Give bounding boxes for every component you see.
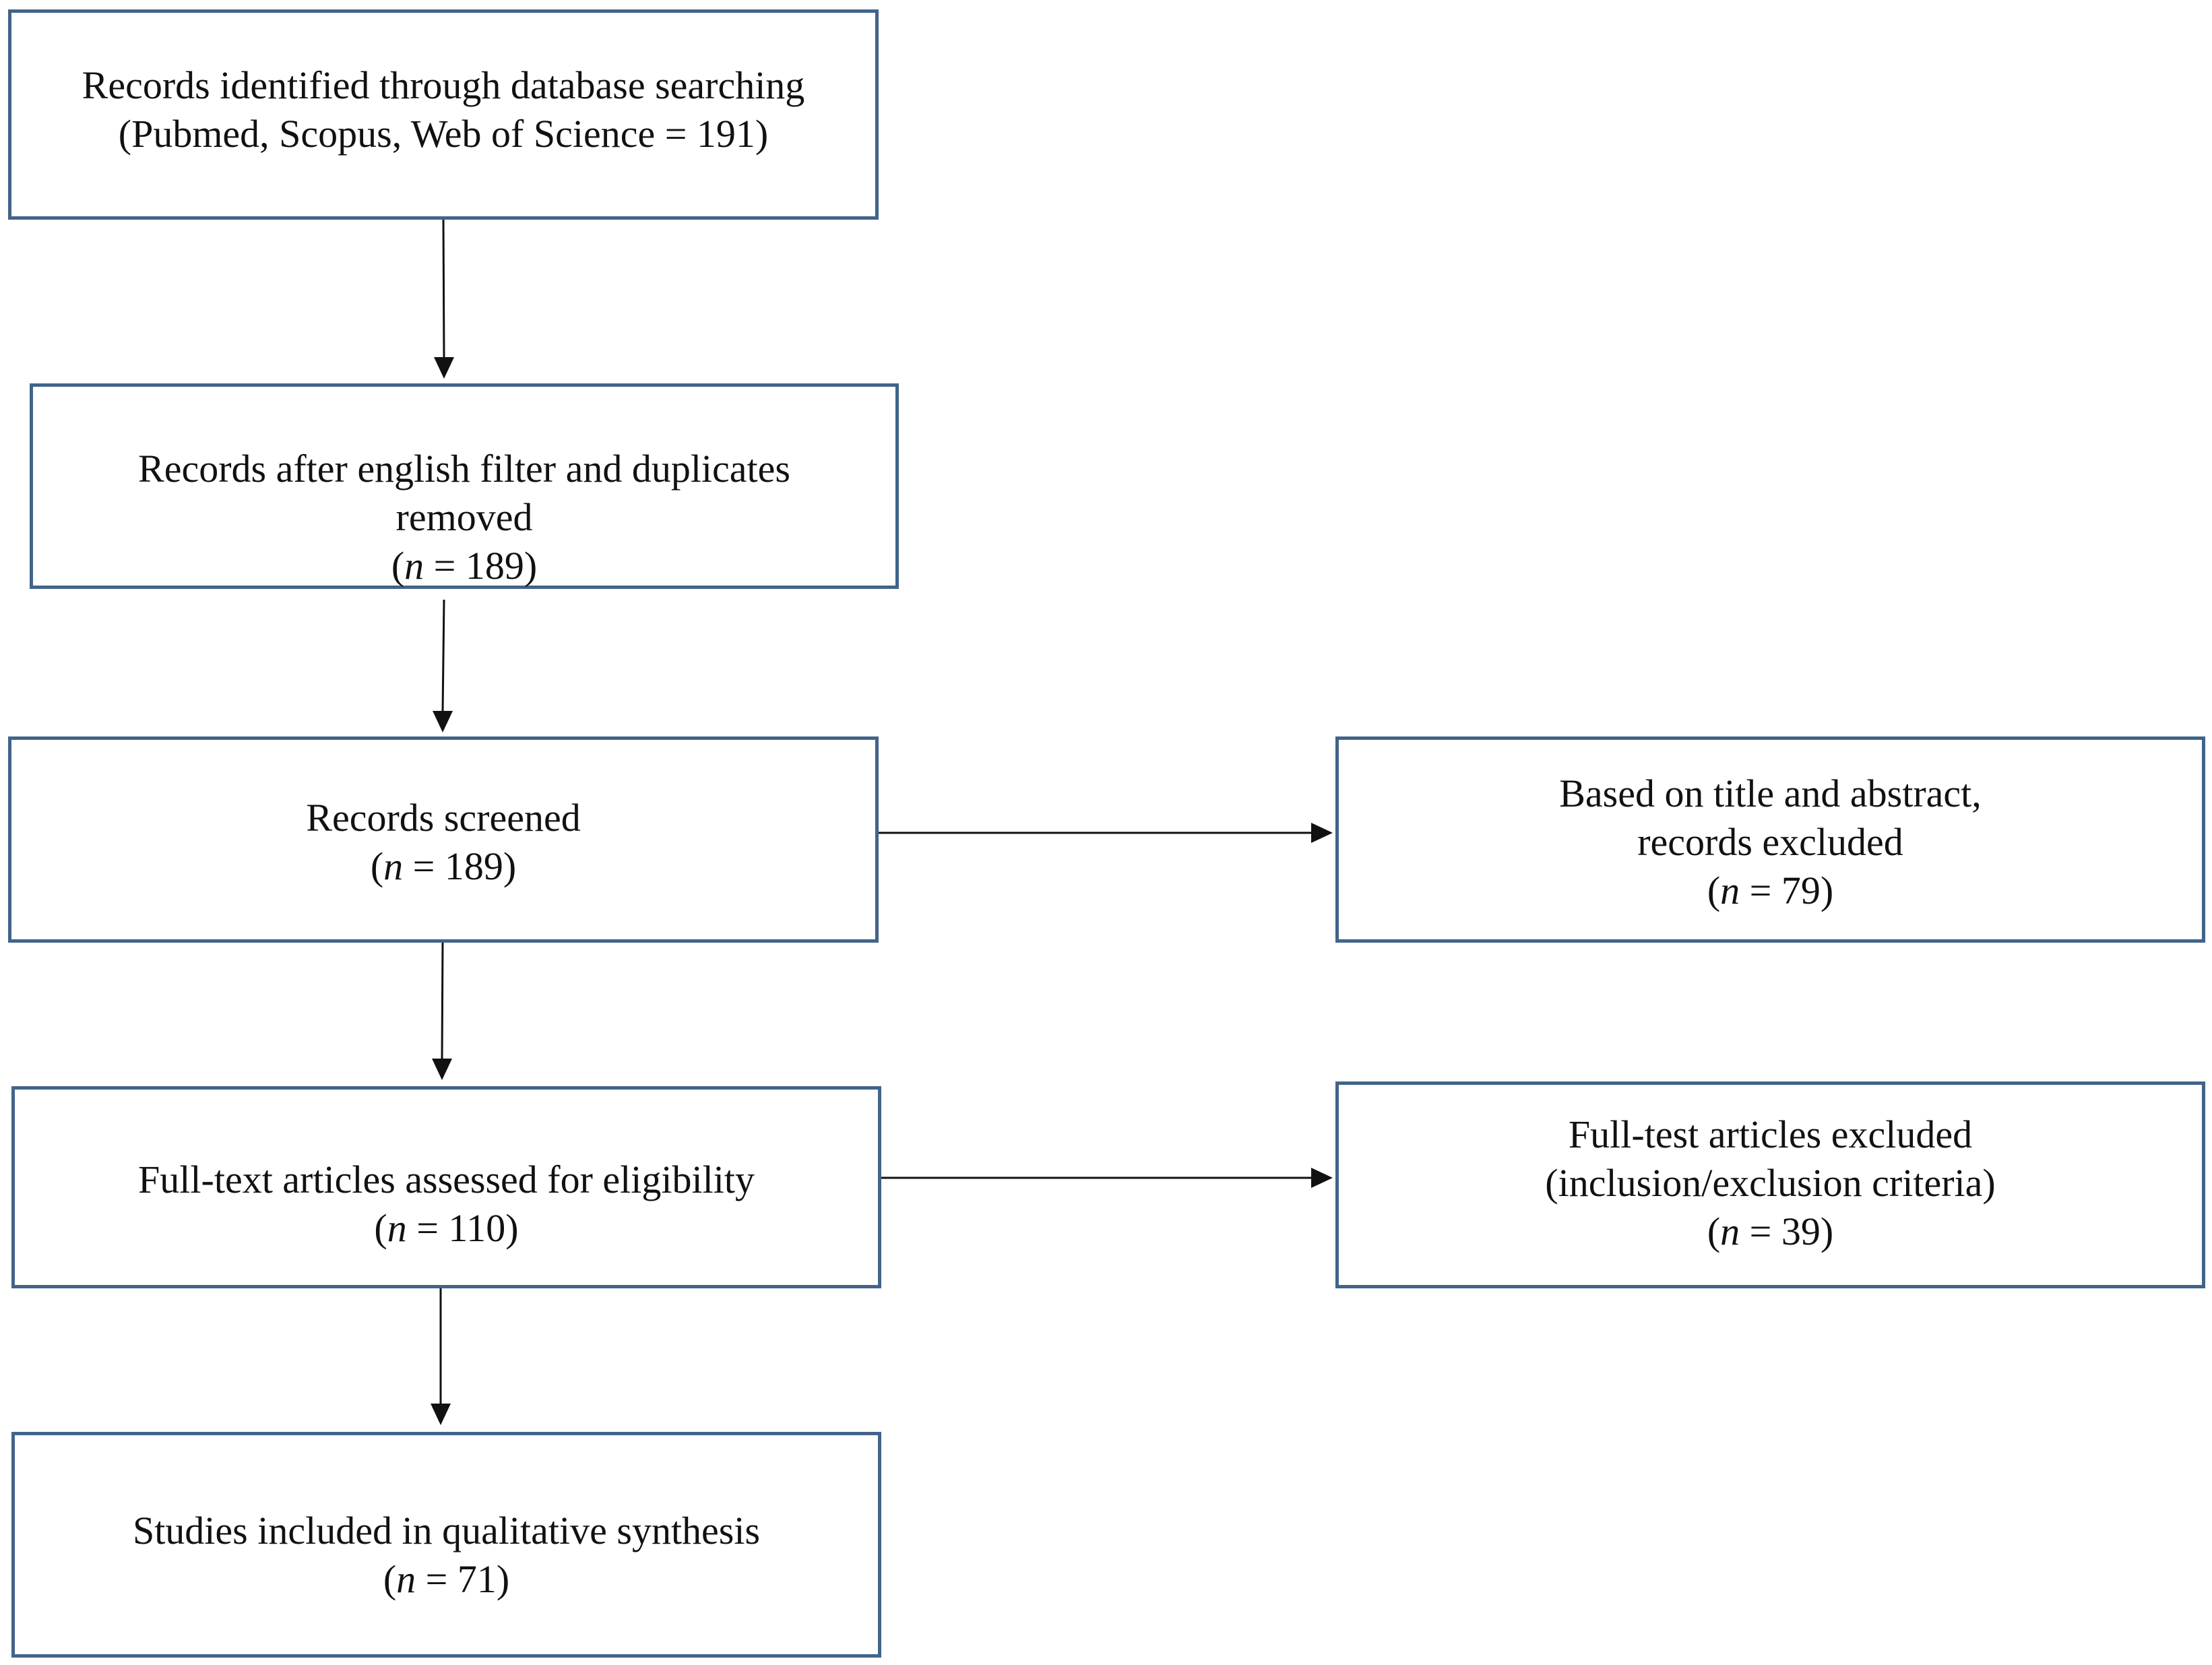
count-n-symbol: n — [383, 844, 404, 888]
title-abstract-excluded-box: Based on title and abstract, records exc… — [1335, 736, 2205, 943]
fulltext-excluded-line-2: (inclusion/exclusion criteria) — [1545, 1161, 1996, 1205]
count-n-symbol: n — [396, 1557, 416, 1601]
count-open-paren: ( — [1707, 1210, 1721, 1253]
count-n-symbol: n — [404, 544, 424, 588]
records-identified-line-1: Records identified through database sear… — [82, 63, 805, 107]
title-abstract-excluded-line-2: records excluded — [1637, 820, 1903, 864]
count-value: = 189) — [424, 544, 538, 588]
count-value: = 189) — [403, 844, 517, 888]
count-open-paren: ( — [1707, 869, 1721, 912]
arrow-screened-to-excluded — [879, 823, 1333, 843]
fulltext-excluded-count: (n = 39) — [1707, 1207, 1833, 1256]
arrow-screened-to-fulltext — [432, 942, 452, 1080]
records-after-filter-count: (n = 189) — [391, 542, 537, 590]
studies-included-box: Studies included in qualitative synthesi… — [11, 1432, 881, 1658]
arrow-fulltext-to-included — [431, 1288, 451, 1425]
records-screened-box: Records screened (n = 189) — [8, 736, 879, 943]
count-value: = 39) — [1740, 1210, 1834, 1253]
records-identified-line-2: (Pubmed, Scopus, Web of Science = 191) — [118, 112, 769, 156]
records-after-filter-line-1: Records after english filter and duplica… — [138, 447, 790, 491]
title-abstract-excluded-count: (n = 79) — [1707, 867, 1833, 915]
count-open-paren: ( — [391, 544, 405, 588]
fulltext-assessed-line-1: Full-text articles assessed for eligibil… — [138, 1158, 755, 1201]
count-n-symbol: n — [1720, 869, 1740, 912]
arrow-identified-to-filtered — [434, 219, 454, 379]
count-open-paren: ( — [370, 844, 384, 888]
fulltext-assessed-count: (n = 110) — [374, 1204, 518, 1253]
records-identified-box: Records identified through database sear… — [8, 9, 879, 220]
count-n-symbol: n — [1720, 1210, 1740, 1253]
fulltext-assessed-box: Full-text articles assessed for eligibil… — [11, 1086, 881, 1288]
count-open-paren: ( — [383, 1557, 397, 1601]
records-after-filter-line-2: removed — [396, 495, 533, 539]
studies-included-line-1: Studies included in qualitative synthesi… — [132, 1509, 761, 1552]
count-value: = 71) — [416, 1557, 510, 1601]
records-after-filter-box: Records after english filter and duplica… — [30, 383, 899, 589]
arrow-filtered-to-screened — [433, 599, 453, 732]
records-screened-count: (n = 189) — [371, 842, 516, 891]
count-open-paren: ( — [374, 1206, 387, 1250]
arrow-fulltext-to-excluded — [876, 1168, 1333, 1188]
records-screened-line-1: Records screened — [306, 796, 581, 840]
count-value: = 110) — [406, 1206, 519, 1250]
fulltext-excluded-box: Full-test articles excluded (inclusion/e… — [1335, 1081, 2205, 1288]
count-value: = 79) — [1740, 869, 1834, 912]
studies-included-count: (n = 71) — [383, 1555, 509, 1604]
count-n-symbol: n — [387, 1206, 407, 1250]
title-abstract-excluded-line-1: Based on title and abstract, — [1559, 772, 1982, 815]
fulltext-excluded-line-1: Full-test articles excluded — [1568, 1112, 1973, 1156]
